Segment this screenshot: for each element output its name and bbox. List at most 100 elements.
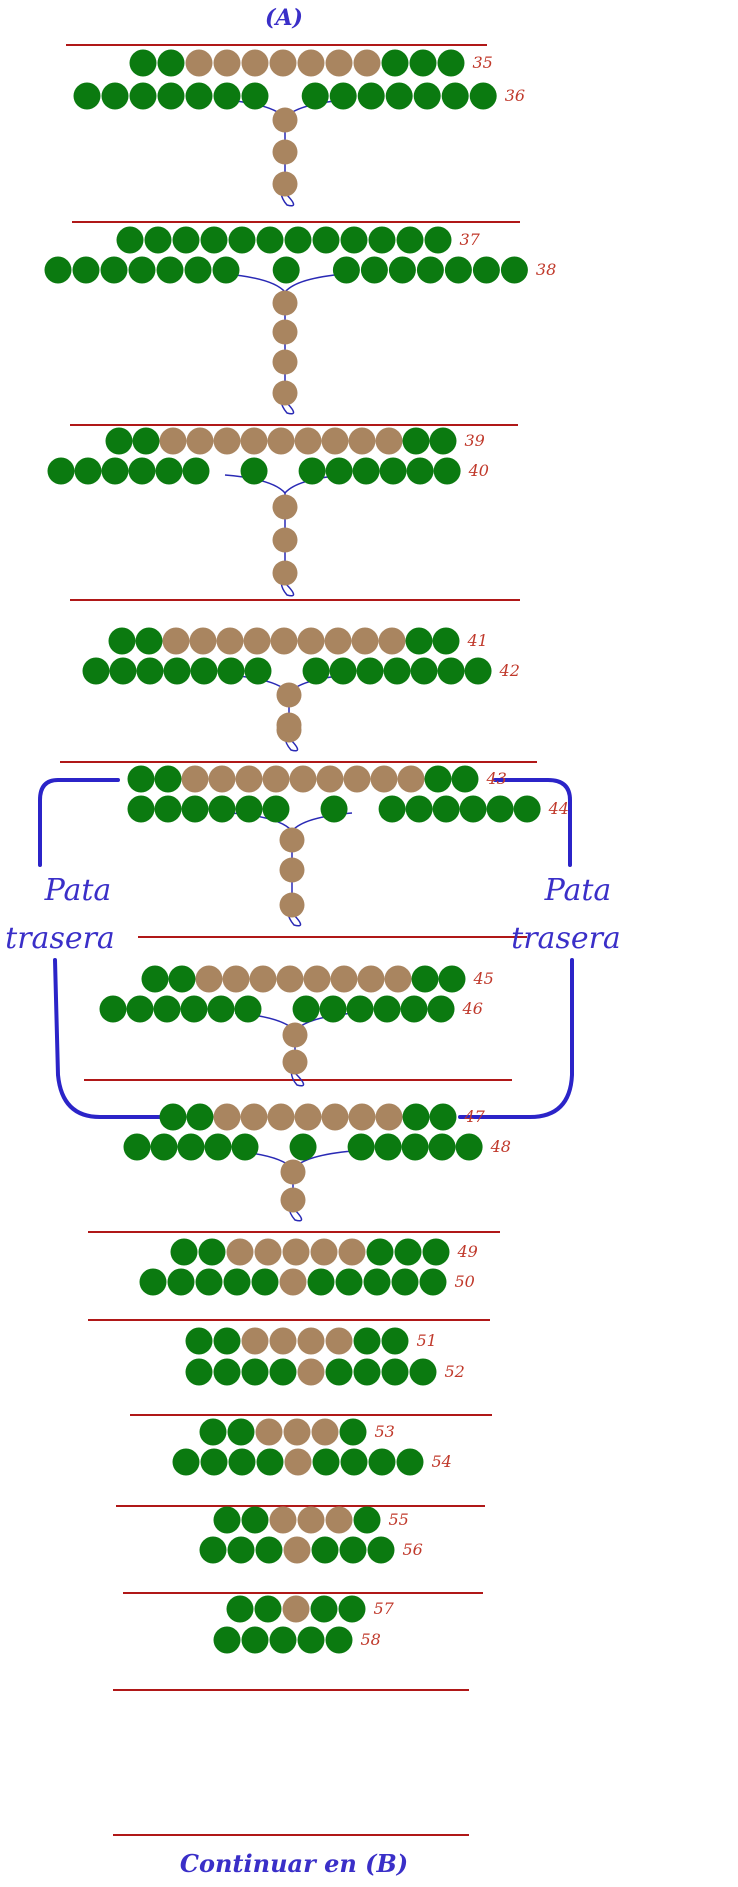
green-bead xyxy=(185,1327,213,1355)
tan-bead xyxy=(357,965,385,993)
green-bead xyxy=(272,256,300,284)
green-bead xyxy=(500,256,528,284)
row-number-label: 38 xyxy=(536,260,556,279)
green-bead xyxy=(190,657,218,685)
green-bead xyxy=(136,657,164,685)
green-bead xyxy=(213,1358,241,1386)
green-bead xyxy=(227,1536,255,1564)
tan-bead xyxy=(186,427,214,455)
tan-bead xyxy=(283,1536,311,1564)
green-bead xyxy=(167,1268,195,1296)
green-bead xyxy=(241,1358,269,1386)
green-bead xyxy=(126,995,154,1023)
tan-bead xyxy=(159,427,187,455)
green-bead xyxy=(47,457,75,485)
green-bead xyxy=(240,457,268,485)
tan-bead xyxy=(249,965,277,993)
green-bead xyxy=(241,1626,269,1654)
tan-bead xyxy=(384,965,412,993)
green-bead xyxy=(262,795,290,823)
tan-bead xyxy=(303,965,331,993)
green-bead xyxy=(213,1506,241,1534)
green-bead xyxy=(144,226,172,254)
green-bead xyxy=(335,1268,363,1296)
green-bead xyxy=(455,1133,483,1161)
tan-bead xyxy=(226,1238,254,1266)
green-bead xyxy=(241,1506,269,1534)
green-bead xyxy=(373,995,401,1023)
hanging-tan-bead xyxy=(279,857,305,883)
green-bead xyxy=(184,256,212,284)
tan-bead xyxy=(282,1595,310,1623)
tan-bead xyxy=(235,765,263,793)
tan-bead xyxy=(284,1448,312,1476)
green-bead xyxy=(199,1418,227,1446)
green-bead xyxy=(157,82,185,110)
green-bead xyxy=(325,1358,353,1386)
row-number-label: 49 xyxy=(457,1242,478,1261)
green-bead xyxy=(367,1536,395,1564)
green-bead xyxy=(170,1238,198,1266)
green-bead xyxy=(127,765,155,793)
hanging-tan-bead xyxy=(272,527,298,553)
green-bead xyxy=(438,965,466,993)
green-bead xyxy=(427,995,455,1023)
green-bead xyxy=(356,657,384,685)
leg-brackets xyxy=(38,778,574,1119)
green-bead xyxy=(325,1626,353,1654)
green-bead xyxy=(156,256,184,284)
hanging-tan-bead xyxy=(272,494,298,520)
side-label-right-line2: trasera xyxy=(511,921,621,956)
tan-bead xyxy=(397,765,425,793)
tan-bead xyxy=(208,765,236,793)
green-bead xyxy=(153,995,181,1023)
green-bead xyxy=(311,1536,339,1564)
tan-bead xyxy=(353,49,381,77)
green-bead xyxy=(251,1268,279,1296)
green-bead xyxy=(368,226,396,254)
tan-bead xyxy=(269,1506,297,1534)
green-bead xyxy=(451,765,479,793)
green-bead xyxy=(159,1103,187,1131)
green-bead xyxy=(320,795,348,823)
green-bead xyxy=(381,49,409,77)
tan-bead xyxy=(370,765,398,793)
green-bead xyxy=(132,427,160,455)
green-bead xyxy=(433,457,461,485)
tan-bead xyxy=(269,1327,297,1355)
tan-bead xyxy=(213,427,241,455)
green-bead xyxy=(200,226,228,254)
green-bead xyxy=(411,965,439,993)
green-bead xyxy=(228,1448,256,1476)
green-bead xyxy=(394,1238,422,1266)
green-bead xyxy=(157,49,185,77)
green-bead xyxy=(363,1268,391,1296)
tan-bead xyxy=(311,1418,339,1446)
green-bead xyxy=(437,49,465,77)
green-bead xyxy=(400,995,428,1023)
tan-bead xyxy=(338,1238,366,1266)
page-title: (A) xyxy=(265,5,303,31)
green-bead xyxy=(338,1595,366,1623)
footer-continue-label: Continuar en (B) xyxy=(180,1849,408,1878)
green-bead xyxy=(346,995,374,1023)
green-bead xyxy=(366,1238,394,1266)
tan-bead xyxy=(276,965,304,993)
green-bead xyxy=(99,995,127,1023)
green-bead xyxy=(256,226,284,254)
green-bead xyxy=(73,82,101,110)
tan-bead xyxy=(255,1418,283,1446)
green-bead xyxy=(396,1448,424,1476)
row-number-label: 42 xyxy=(499,661,520,680)
green-bead xyxy=(244,657,272,685)
green-bead xyxy=(198,1238,226,1266)
row-number-label: 43 xyxy=(486,769,507,788)
green-bead xyxy=(424,226,452,254)
green-bead xyxy=(428,1133,456,1161)
hanging-tan-bead xyxy=(279,892,305,918)
hanging-tan-bead xyxy=(276,717,302,743)
green-bead xyxy=(139,1268,167,1296)
green-bead xyxy=(405,795,433,823)
green-bead xyxy=(182,457,210,485)
